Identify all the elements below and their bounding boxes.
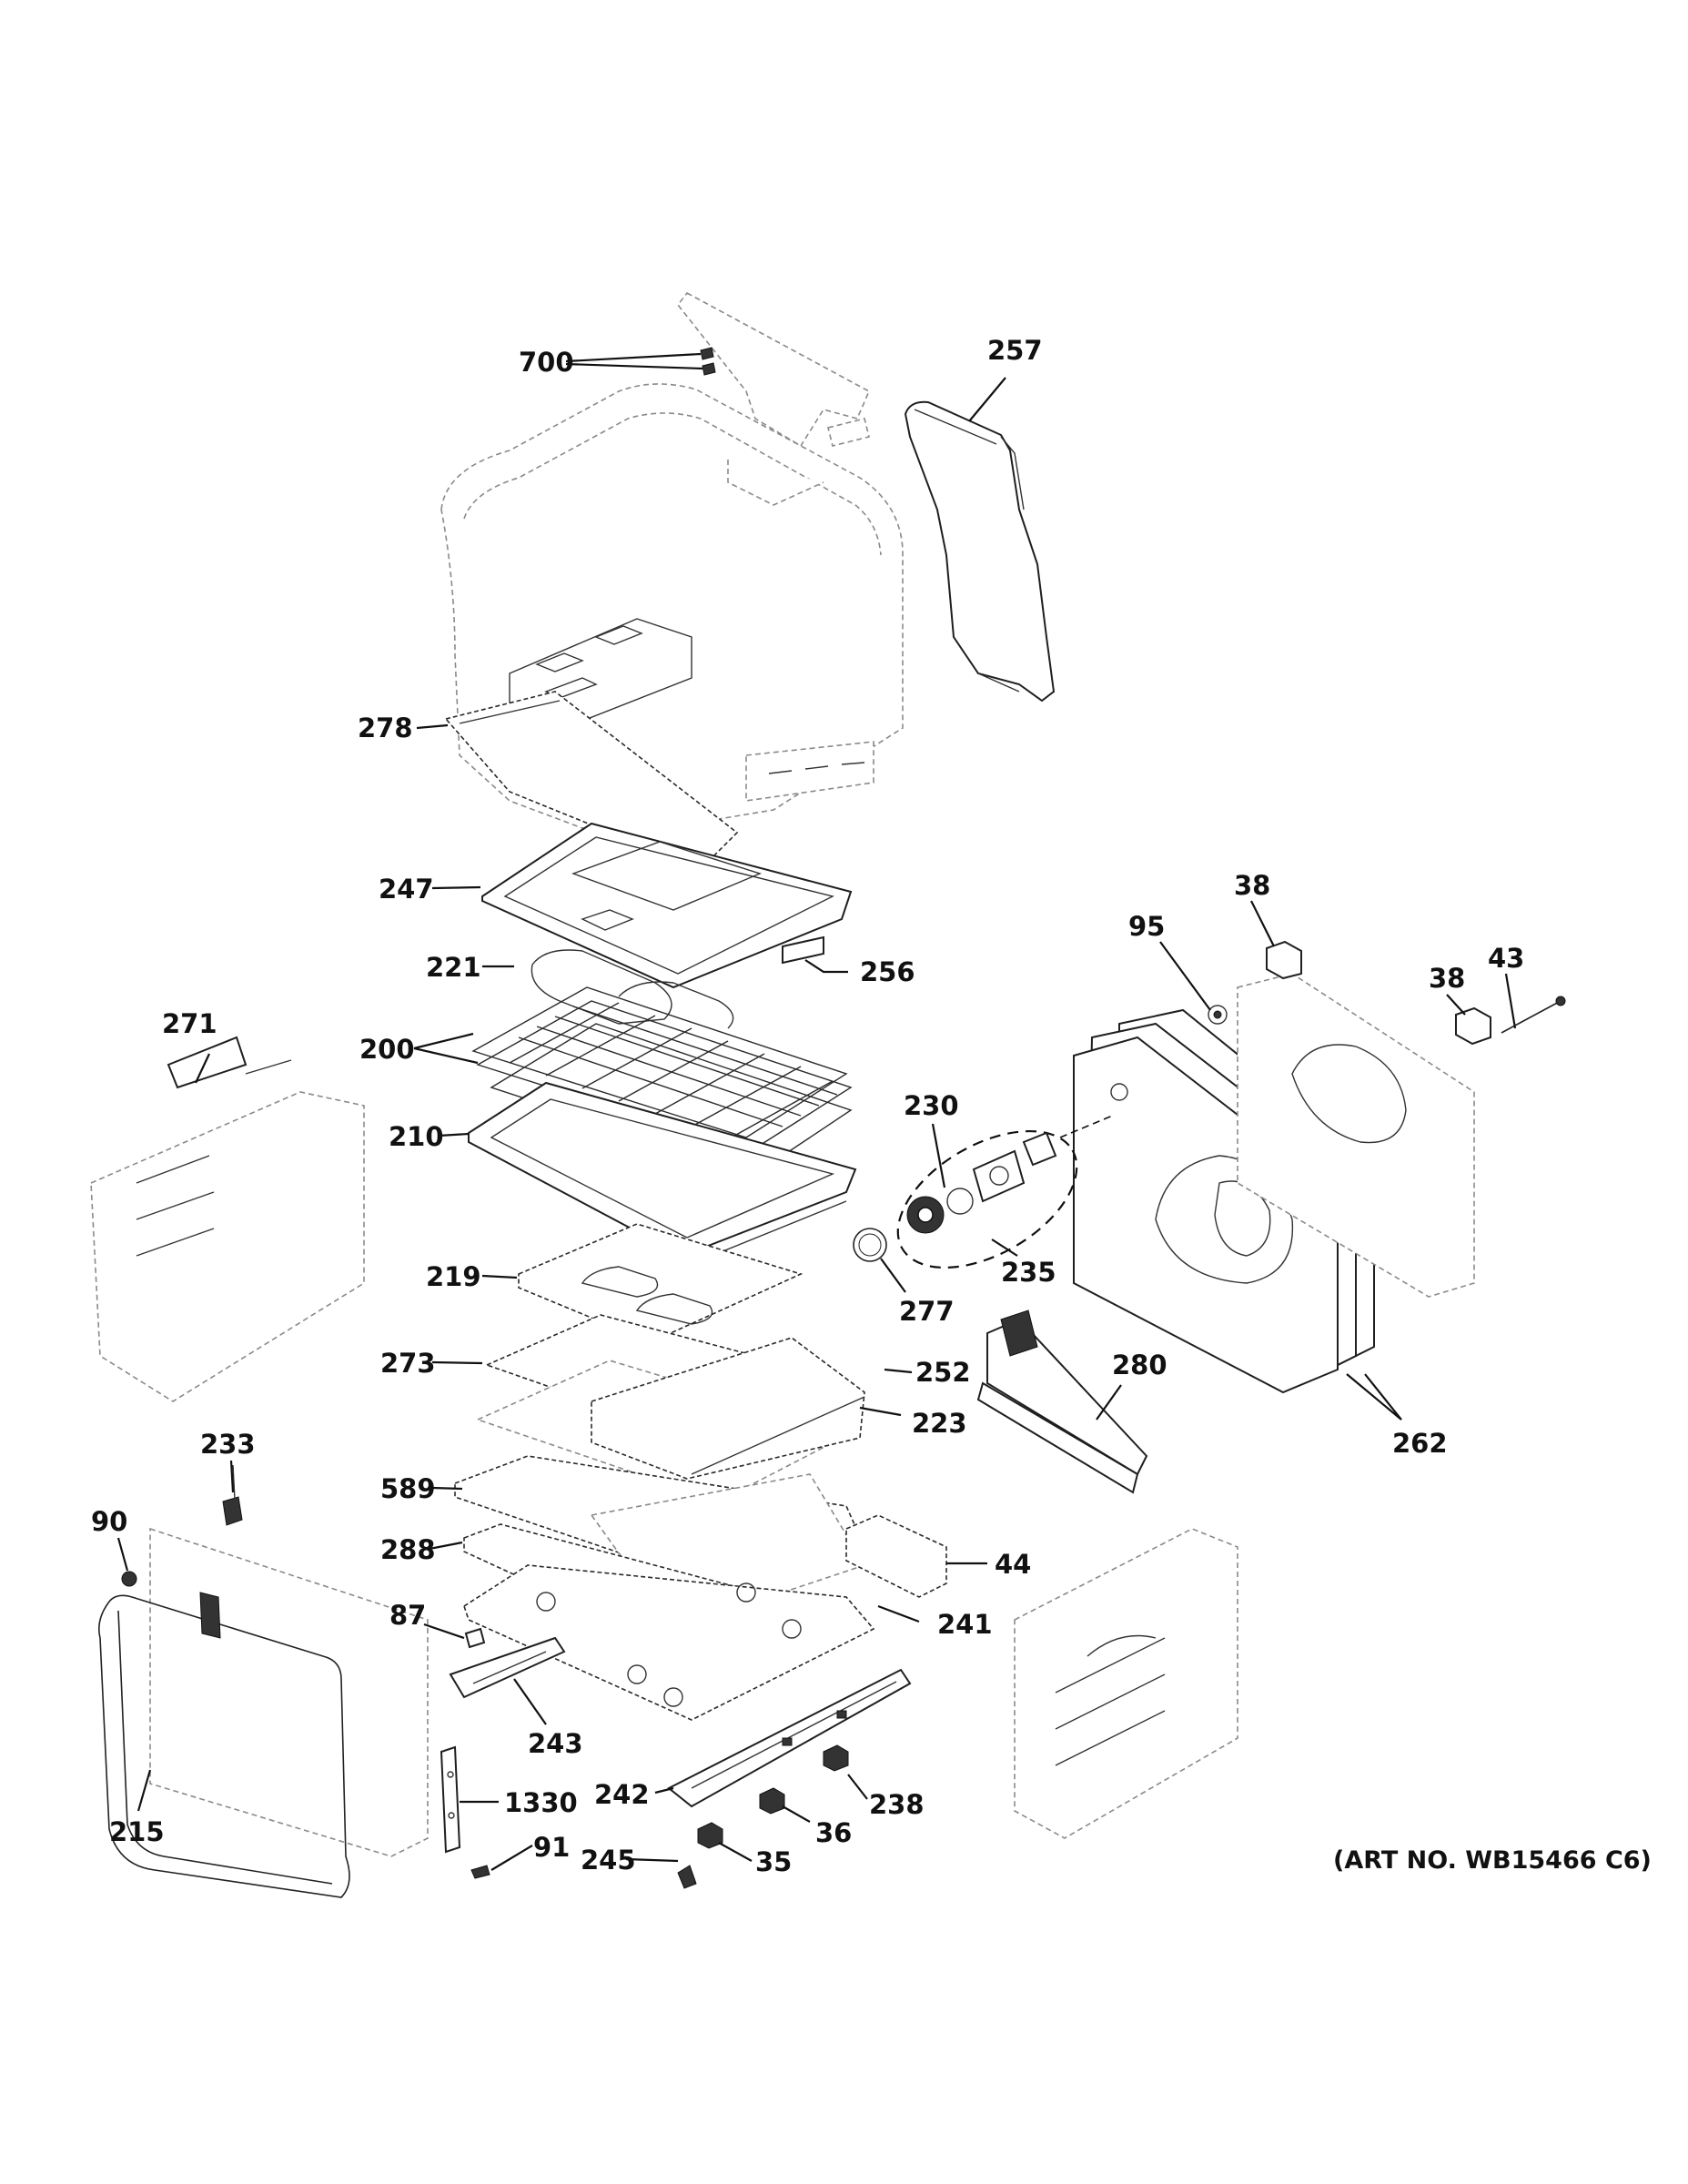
bake-element-221-drawing <box>531 949 734 1029</box>
part-label-235: 235 <box>1001 1257 1056 1288</box>
base-pan-241-drawing <box>463 1523 875 1721</box>
part-label-87: 87 <box>389 1600 426 1631</box>
part-label-252: 252 <box>915 1357 971 1388</box>
part-label-38-top: 38 <box>1234 870 1270 901</box>
part-label-245: 245 <box>581 1845 636 1876</box>
rail-242-drawing <box>667 1668 912 1808</box>
right-side-panel-drawing <box>1014 1528 1238 1839</box>
duct-44-drawing <box>845 1514 947 1598</box>
broil-element-219-drawing <box>518 1223 804 1343</box>
part-label-247: 247 <box>379 874 434 905</box>
part-label-215: 215 <box>109 1816 165 1847</box>
rail-243-drawing <box>449 1636 566 1699</box>
part-label-242: 242 <box>594 1779 650 1810</box>
part-label-210: 210 <box>389 1121 444 1152</box>
part-label-273: 273 <box>380 1348 436 1379</box>
part-label-221: 221 <box>426 952 481 983</box>
small-parts-left-drawing <box>121 1464 486 1649</box>
part-label-200: 200 <box>359 1034 415 1065</box>
leader-lines <box>116 352 1517 1871</box>
part-label-44: 44 <box>995 1549 1031 1580</box>
part-label-280: 280 <box>1112 1350 1167 1380</box>
part-label-288: 288 <box>380 1534 436 1565</box>
part-label-233: 233 <box>200 1429 256 1460</box>
heat-shield-278-drawing <box>444 691 739 870</box>
convection-fan-235-drawing <box>853 1114 1116 1269</box>
small-parts-right-drawing <box>1208 940 1566 1046</box>
part-label-1330: 1330 <box>504 1787 578 1818</box>
part-label-262: 262 <box>1392 1428 1448 1459</box>
part-label-219: 219 <box>426 1261 481 1292</box>
screws-700-drawing <box>700 347 716 376</box>
door-frame-215-drawing <box>97 1527 429 1898</box>
part-label-36: 36 <box>815 1817 852 1848</box>
part-label-700: 700 <box>519 347 574 378</box>
side-trim-257-drawing <box>904 400 1056 703</box>
part-label-230: 230 <box>904 1090 959 1121</box>
part-label-91: 91 <box>533 1832 570 1863</box>
leveling-feet-drawing <box>677 1744 849 1889</box>
insulation-589-drawing <box>454 1337 866 1630</box>
part-label-243: 243 <box>528 1728 583 1759</box>
part-label-589: 589 <box>380 1473 436 1504</box>
part-label-257: 257 <box>987 335 1043 366</box>
part-label-277: 277 <box>899 1296 955 1327</box>
part-label-238: 238 <box>869 1789 925 1820</box>
bracket-280-drawing <box>976 1309 1148 1494</box>
part-label-271: 271 <box>162 1008 217 1039</box>
broil-pan-210-drawing <box>468 1081 857 1271</box>
part-label-256: 256 <box>860 956 915 987</box>
part-label-43: 43 <box>1488 943 1524 974</box>
part-label-241: 241 <box>937 1609 993 1640</box>
part-label-95: 95 <box>1128 911 1165 942</box>
left-side-panel-271-drawing <box>90 1036 365 1402</box>
top-liner-247-drawing <box>481 822 853 989</box>
art-number: (ART NO. WB15466 C6) <box>1333 1846 1652 1875</box>
part-label-90: 90 <box>91 1506 127 1537</box>
part-labels: 700 257 278 247 221 256 271 200 210 219 … <box>91 335 1652 1877</box>
part-label-223: 223 <box>912 1408 967 1439</box>
part-label-38-right: 38 <box>1429 963 1465 994</box>
part-label-278: 278 <box>358 713 413 743</box>
part-label-35: 35 <box>755 1846 792 1877</box>
hinge-1330-drawing <box>440 1745 490 1879</box>
back-panels-262-drawing <box>1073 1008 1375 1394</box>
